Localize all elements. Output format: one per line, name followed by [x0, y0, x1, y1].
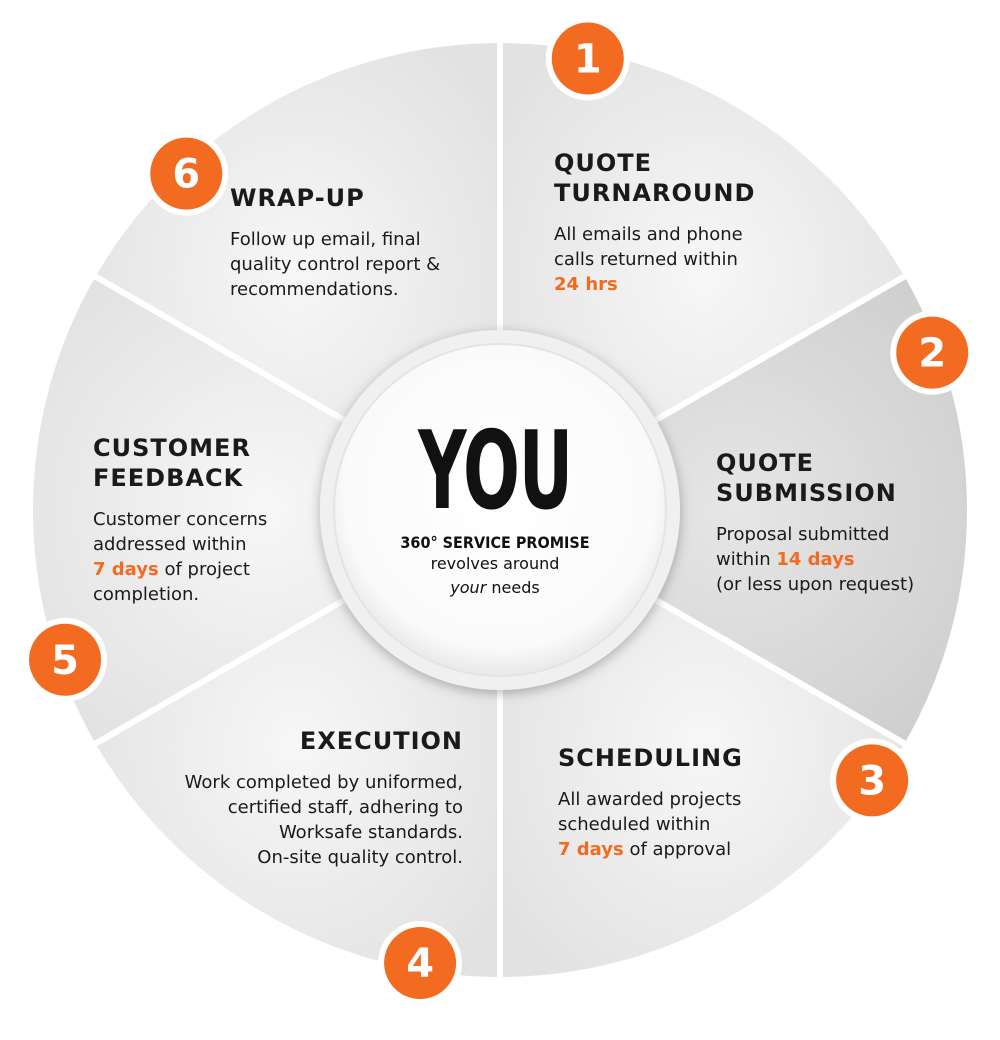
- step-1-line2: calls returned within: [554, 249, 738, 270]
- step-3-line3-post: of approval: [623, 839, 732, 860]
- step-3-badge: 3: [830, 738, 915, 823]
- step-5-line3: 7 days of project: [93, 557, 333, 582]
- step-6-title-line1: WRAP-UP: [230, 184, 365, 212]
- step-5-line1: Customer concerns: [93, 509, 268, 530]
- step-2-line1: Proposal submitted: [716, 524, 890, 545]
- step-6-block: WRAP-UP Follow up email, final quality c…: [230, 183, 490, 302]
- step-3-title-line1: SCHEDULING: [558, 744, 743, 772]
- step-5-body: Customer concerns addressed within 7 day…: [93, 507, 333, 607]
- step-5-line4: completion.: [93, 584, 200, 605]
- step-4-title: EXECUTION: [150, 726, 463, 756]
- step-6-badge-circle: [150, 137, 223, 210]
- step-5-line3-post: of project: [158, 559, 250, 580]
- step-3-line1: All awarded projects: [558, 789, 742, 810]
- center-line3-em: your: [450, 578, 487, 597]
- step-6-badge: 6: [144, 131, 229, 216]
- step-5-block: CUSTOMER FEEDBACK Customer concerns addr…: [93, 433, 333, 607]
- step-1-badge-circle: [551, 22, 624, 95]
- step-6-number: 6: [172, 152, 200, 198]
- step-1-line1: All emails and phone: [554, 224, 743, 245]
- step-1-body: All emails and phone calls returned with…: [554, 222, 814, 297]
- step-3-body: All awarded projects scheduled within 7 …: [558, 787, 818, 862]
- step-5-title: CUSTOMER FEEDBACK: [93, 433, 333, 493]
- step-5-title-line2: FEEDBACK: [93, 464, 244, 492]
- step-4-badge: 4: [378, 921, 463, 1006]
- step-3-badge-circle: [836, 744, 909, 817]
- step-4-line1: Work completed by uniformed,: [184, 772, 463, 793]
- step-4-body: Work completed by uniformed, certified s…: [150, 770, 463, 870]
- step-1-block: QUOTE TURNAROUND All emails and phone ca…: [554, 148, 814, 297]
- step-4-number: 4: [406, 941, 434, 987]
- step-4-line2: certified staff, adhering to: [227, 797, 463, 818]
- step-6-title: WRAP-UP: [230, 183, 490, 213]
- step-3-line3: 7 days of approval: [558, 837, 818, 862]
- center-line3-rest: needs: [486, 578, 540, 597]
- step-4-line3: Worksafe standards.: [278, 822, 463, 843]
- step-2-highlight: 14 days: [776, 549, 855, 570]
- step-2-block: QUOTE SUBMISSION Proposal submitted with…: [716, 448, 976, 597]
- step-5-number: 5: [51, 638, 79, 684]
- step-1-title-line2: TURNAROUND: [554, 179, 756, 207]
- step-4-block: EXECUTION Work completed by uniformed, c…: [150, 726, 463, 870]
- step-4-line4: On-site quality control.: [257, 847, 463, 868]
- step-2-line3: (or less upon request): [716, 574, 915, 595]
- step-3-block: SCHEDULING All awarded projects schedule…: [558, 743, 818, 862]
- step-3-title: SCHEDULING: [558, 743, 818, 773]
- step-2-line2: within 14 days: [716, 547, 976, 572]
- center-line2: revolves around: [430, 554, 560, 573]
- step-1-badge: 1: [545, 16, 630, 101]
- step-5-badge: 5: [23, 617, 108, 702]
- step-1-highlight: 24 hrs: [554, 274, 618, 295]
- step-2-badge: 2: [890, 310, 975, 395]
- step-2-badge-circle: [896, 316, 969, 389]
- step-2-title-line1: QUOTE: [716, 449, 815, 477]
- step-1-number: 1: [574, 36, 602, 82]
- center-promise: 360° SERVICE PROMISE: [400, 533, 590, 552]
- step-5-line2: addressed within: [93, 534, 247, 555]
- step-2-title: QUOTE SUBMISSION: [716, 448, 976, 508]
- center-label: YOU 360° SERVICE PROMISE revolves around…: [330, 372, 660, 600]
- center-title: YOU: [418, 409, 573, 534]
- step-6-body: Follow up email, final quality control r…: [230, 227, 490, 302]
- step-6-line2: quality control report &: [230, 254, 441, 275]
- step-badges: 1 2 3 4 5 6: [23, 16, 975, 1006]
- step-2-body: Proposal submitted within 14 days (or le…: [716, 522, 976, 597]
- step-3-number: 3: [858, 758, 886, 804]
- step-6-line1: Follow up email, final: [230, 229, 421, 250]
- step-2-line2-pre: within: [716, 549, 777, 570]
- step-5-badge-circle: [29, 623, 102, 696]
- step-6-line3: recommendations.: [230, 279, 399, 300]
- step-2-number: 2: [918, 331, 946, 377]
- step-5-highlight: 7 days: [93, 559, 159, 580]
- step-1-title: QUOTE TURNAROUND: [554, 148, 814, 208]
- step-3-highlight: 7 days: [558, 839, 624, 860]
- step-4-badge-circle: [384, 927, 457, 1000]
- step-1-title-line1: QUOTE: [554, 149, 653, 177]
- step-2-title-line2: SUBMISSION: [716, 479, 897, 507]
- step-4-title-line1: EXECUTION: [299, 727, 463, 755]
- step-5-title-line1: CUSTOMER: [93, 434, 251, 462]
- center-circle: [333, 343, 667, 677]
- center-line3: your needs: [330, 576, 660, 600]
- step-3-line2: scheduled within: [558, 814, 711, 835]
